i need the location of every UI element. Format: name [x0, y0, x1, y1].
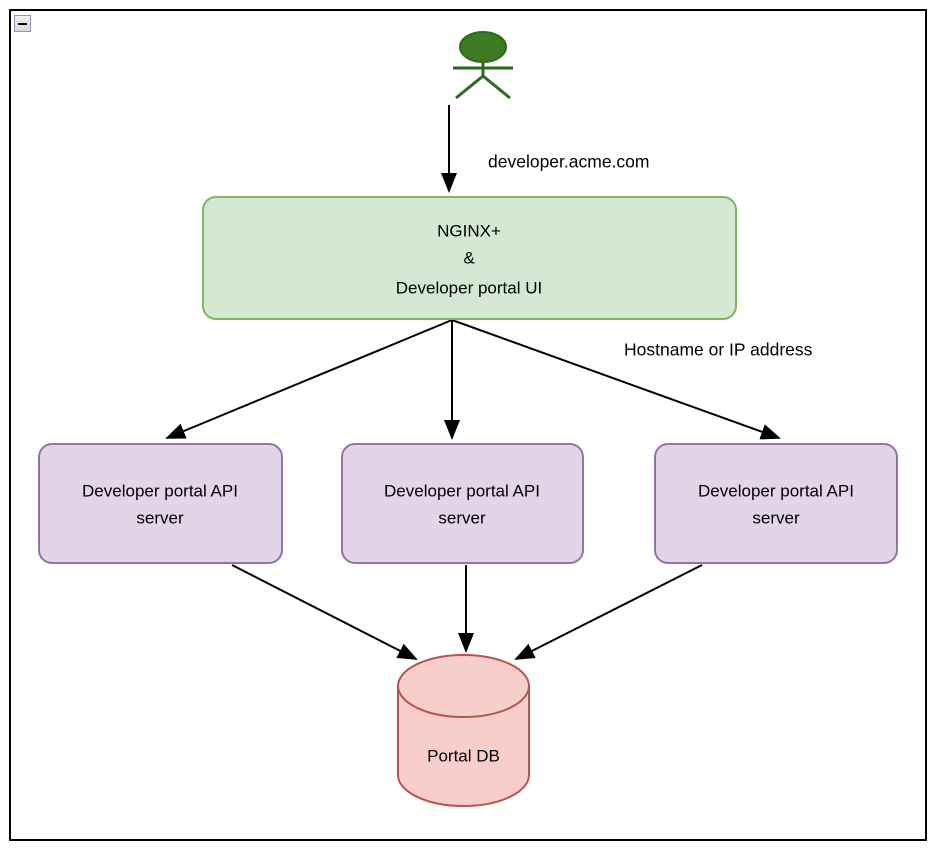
node-api-server-right-line-2: server	[752, 508, 800, 527]
user-actor[interactable]	[453, 31, 513, 100]
node-portal-db-body	[397, 685, 530, 807]
edge-api-right-to-db	[514, 564, 703, 660]
node-api-server-left-line-2: server	[136, 508, 184, 527]
node-portal-db-top	[397, 654, 530, 718]
node-api-server-left-line-1: Developer portal API	[82, 481, 238, 500]
actor-leg-right-icon	[482, 74, 511, 100]
actor-leg-left-icon	[455, 74, 484, 100]
node-portal-db-label: Portal DB	[427, 746, 500, 765]
node-nginx-portal-ui-line-1: NGINX+	[437, 221, 501, 240]
edge-api-left-to-db	[231, 564, 418, 660]
node-api-server-left[interactable]: Developer portal API server	[38, 443, 283, 564]
node-nginx-portal-ui[interactable]: NGINX+ & Developer portal UI	[202, 196, 737, 320]
edge-label-domain: developer.acme.com	[488, 152, 649, 172]
actor-head-icon	[459, 31, 507, 63]
edge-nginx-to-api-left	[165, 319, 453, 439]
node-portal-db[interactable]: Portal DB	[397, 654, 530, 807]
minus-glyph	[18, 22, 27, 25]
edge-group	[165, 105, 781, 660]
node-nginx-portal-ui-line-3: Developer portal UI	[396, 278, 542, 297]
node-api-server-right-line-1: Developer portal API	[698, 481, 854, 500]
node-api-server-middle-line-1: Developer portal API	[384, 481, 540, 500]
collapse-icon[interactable]	[14, 15, 31, 32]
node-api-server-middle-shape	[341, 443, 584, 564]
node-api-server-middle[interactable]: Developer portal API server	[341, 443, 584, 564]
node-api-server-right-shape	[654, 443, 898, 564]
node-nginx-portal-ui-line-2: &	[463, 248, 475, 267]
edge-nginx-to-api-right	[451, 319, 781, 440]
node-nginx-portal-ui-shape	[202, 196, 737, 320]
node-api-server-right[interactable]: Developer portal API server	[654, 443, 898, 564]
node-api-server-left-shape	[38, 443, 283, 564]
node-api-server-middle-line-2: server	[438, 508, 486, 527]
edge-label-hostname: Hostname or IP address	[624, 340, 813, 360]
